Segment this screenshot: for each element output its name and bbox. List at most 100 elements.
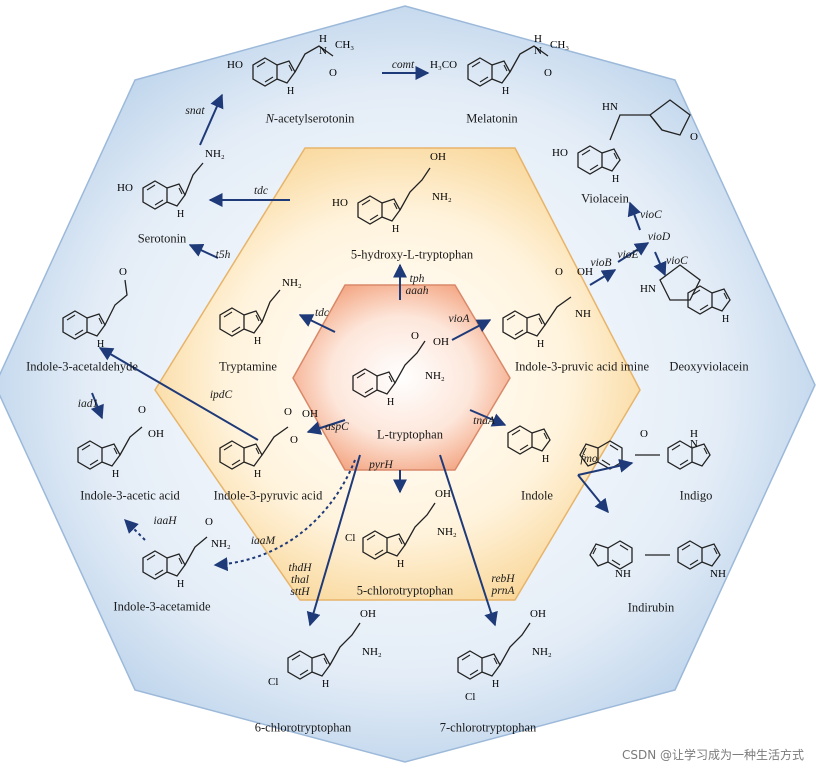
enzyme-t5h: t5h: [215, 249, 231, 261]
svg-text:O: O: [290, 434, 298, 446]
enzyme-iaaH: iaaH: [153, 515, 177, 527]
svg-text:N: N: [690, 438, 698, 450]
svg-text:H: H: [177, 579, 184, 590]
arrow-iam-to-iaa: [124, 519, 146, 541]
svg-text:OH: OH: [435, 488, 451, 500]
label-indole: Indole: [521, 488, 553, 503]
svg-text:H: H: [97, 339, 104, 350]
svg-text:Cl: Cl: [268, 676, 278, 688]
svg-text:CH₃: CH₃: [550, 39, 569, 51]
watermark: CSDN @让学习成为一种生活方式: [621, 748, 804, 762]
enzyme-vioD: vioD: [647, 231, 671, 243]
svg-text:H: H: [502, 86, 509, 97]
molecule-indole: H: [507, 425, 551, 465]
svg-text:HO: HO: [227, 59, 243, 71]
enzyme-iaaM: iaaM: [250, 535, 276, 547]
arrow-ltrp-to-7cl: [439, 454, 498, 627]
arrow-tryptamine-to-serotonin: [188, 243, 219, 259]
svg-text:NH: NH: [575, 308, 591, 320]
arrow-iald-to-iaa: [90, 392, 104, 420]
enzyme-rebH: rebH: [491, 573, 515, 585]
label-nacetyl: N-acetylserotonin: [265, 111, 355, 126]
svg-text:HO: HO: [552, 147, 568, 159]
enzyme-thdH: thdH: [288, 562, 312, 574]
label-iam: Indole-3-acetamide: [113, 599, 211, 614]
svg-text:O: O: [284, 406, 292, 418]
svg-text:OH: OH: [430, 151, 446, 163]
svg-text:N: N: [319, 45, 327, 57]
enzyme-pyrH: pyrH: [369, 459, 393, 471]
label-indirubin: Indirubin: [627, 600, 675, 615]
svg-text:H₃CO: H₃CO: [430, 59, 457, 71]
svg-text:NH₂: NH₂: [432, 191, 452, 203]
enzyme-tph-aaah: tph aaah: [406, 273, 429, 297]
label-violacein: Violacein: [581, 191, 629, 206]
enzyme-snat: snat: [185, 105, 205, 117]
svg-text:H: H: [397, 559, 404, 570]
svg-text:H: H: [534, 33, 542, 45]
arrow-ltrp-to-ipyr: [306, 419, 346, 435]
svg-text:O: O: [329, 67, 337, 79]
svg-text:O: O: [640, 428, 648, 440]
enzyme-tdc-inner: tdc: [314, 307, 330, 319]
arrow-to-deoxyviolacein: [653, 251, 667, 277]
enzyme-ipdC: ipdC: [209, 389, 233, 401]
svg-text:O: O: [555, 266, 563, 278]
svg-text:H: H: [319, 33, 327, 45]
arrow-indole-to-indirubin: [577, 474, 609, 514]
svg-text:O: O: [119, 266, 127, 278]
arrow-ltrp-to-tryptamine: [298, 314, 336, 333]
enzyme-tnaA: tnaA: [473, 415, 495, 427]
enzyme-sttH: sttH: [290, 586, 310, 598]
svg-text:OH: OH: [433, 336, 449, 348]
svg-text:OH: OH: [530, 608, 546, 620]
label-5htp: 5-hydroxy-L-tryptophan: [350, 247, 474, 262]
svg-text:NH: NH: [710, 568, 726, 580]
arrow-ltrp-to-iald: [98, 347, 259, 441]
label-iald: Indole-3-acetaldehyde: [26, 359, 138, 374]
label-iaa: Indole-3-acetic acid: [80, 488, 180, 503]
enzyme-tdc-outer: tdc: [253, 185, 269, 197]
enzyme-prnA: prnA: [491, 585, 515, 597]
svg-text:H: H: [254, 469, 261, 480]
enzyme-vioB: vioB: [590, 257, 612, 269]
label-nacetyl-n: N: [265, 111, 274, 126]
pathway-arrows: [90, 66, 667, 627]
arrow-to-violacein: [627, 201, 641, 231]
svg-text:H: H: [387, 397, 394, 408]
svg-text:O: O: [544, 67, 552, 79]
arrow-serotonin-to-nacetyl: [199, 93, 224, 146]
svg-text:NH₂: NH₂: [425, 370, 445, 382]
label-ipai: Indole-3-pruvic acid imine: [515, 359, 649, 374]
svg-text:H: H: [254, 336, 261, 347]
label-5cl: 5-chlorotryptophan: [356, 583, 454, 598]
arrow-ipai-vioB: [589, 269, 617, 286]
label-indigo: Indigo: [679, 488, 713, 503]
svg-text:H: H: [542, 454, 549, 465]
svg-text:Cl: Cl: [345, 532, 355, 544]
arrow-ltrp-to-6cl: [306, 454, 361, 627]
enzyme-iad1: iad1: [77, 398, 99, 410]
arrow-ltrp-to-ipai: [451, 319, 492, 341]
svg-text:NH₂: NH₂: [282, 277, 302, 289]
label-6cl: 6-chlorotryptophan: [254, 720, 352, 735]
label-ipyr: Indole-3-pyruvic acid: [213, 488, 323, 503]
svg-text:H: H: [322, 679, 329, 690]
svg-text:NH₂: NH₂: [362, 646, 382, 658]
label-tryptamine: Tryptamine: [219, 359, 277, 374]
label-serotonin: Serotonin: [137, 231, 187, 246]
svg-text:Cl: Cl: [465, 691, 475, 703]
enzyme-vioE: vioE: [617, 249, 639, 261]
svg-text:NH: NH: [615, 568, 631, 580]
svg-text:NH₂: NH₂: [211, 538, 231, 550]
